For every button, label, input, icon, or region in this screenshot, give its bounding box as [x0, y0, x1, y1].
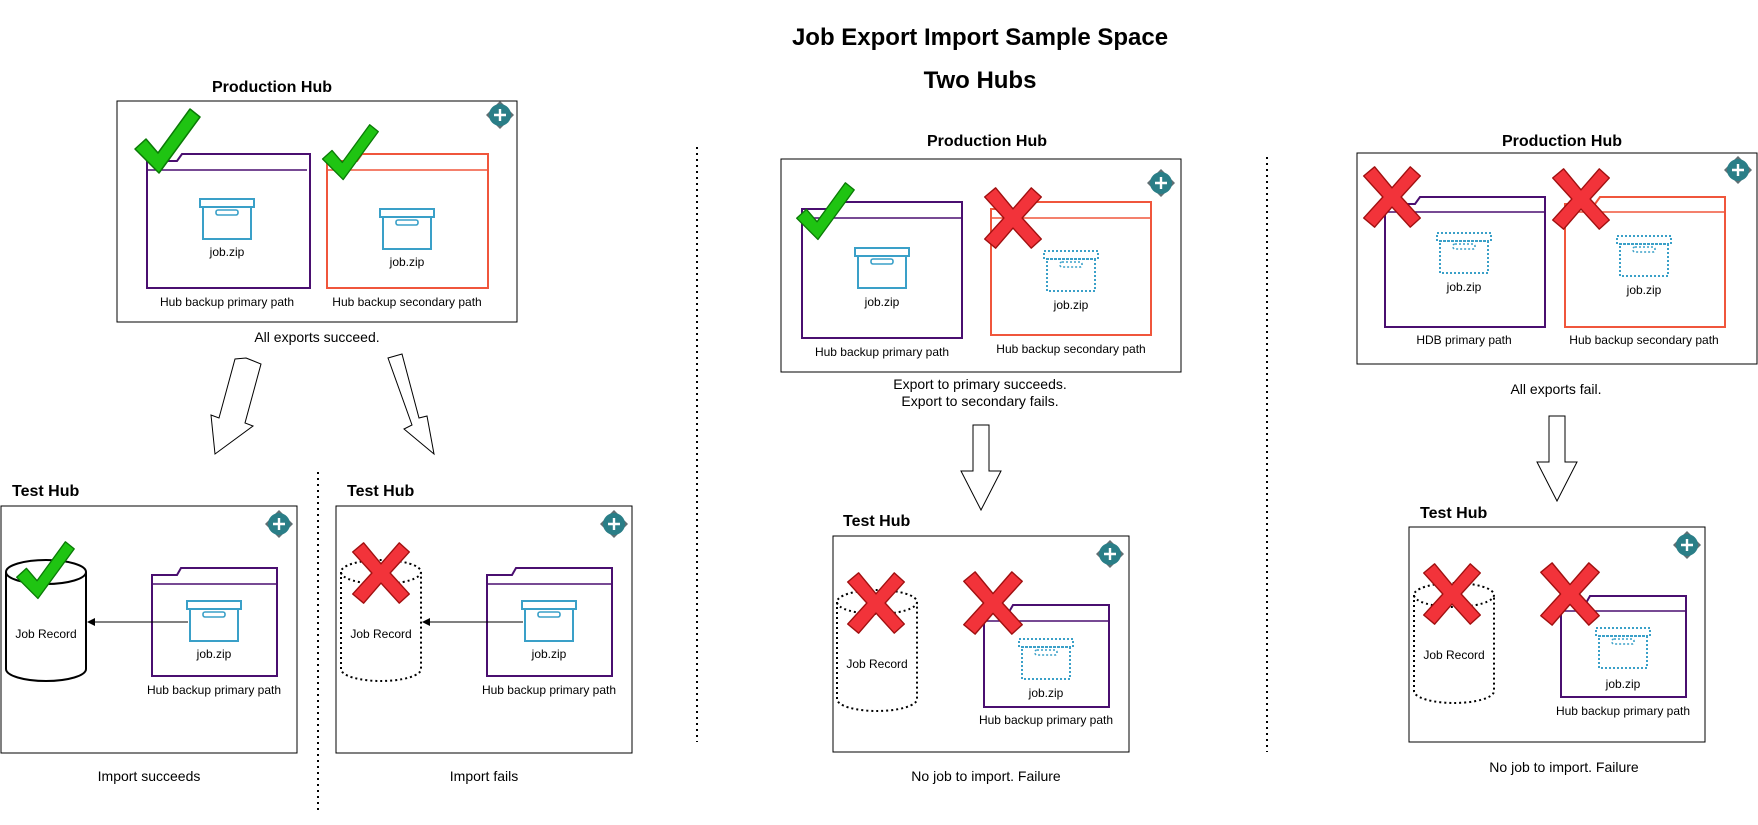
- primary-path-label: HDB primary path: [1416, 333, 1511, 347]
- scenario-all-exports-fail: Production Hub job.zip HDB primary path …: [1356, 133, 1758, 775]
- job-record-label: Job Record: [15, 627, 76, 641]
- export-caption: All exports succeed.: [254, 329, 379, 345]
- test-hub-header: Test Hub: [843, 513, 910, 530]
- file-label: job.zip: [1053, 298, 1089, 312]
- archive-box-icon: [521, 600, 577, 642]
- archive-box-icon: [186, 600, 242, 642]
- folder-icon: [1564, 196, 1726, 328]
- file-label: job.zip: [1446, 280, 1482, 294]
- down-arrow-icon: [210, 357, 262, 455]
- file-label: job.zip: [1028, 686, 1064, 700]
- diagram-subtitle: Two Hubs: [924, 67, 1037, 94]
- import-caption: Import fails: [450, 768, 518, 784]
- file-label: job.zip: [864, 295, 900, 309]
- scenario-primary-succeeds-secondary-fails: Production Hub job.zip Hub backup primar…: [780, 133, 1182, 784]
- export-caption: Export to secondary fails.: [901, 393, 1058, 409]
- file-label: job.zip: [1605, 677, 1641, 691]
- diagram-title: Job Export Import Sample Space: [792, 24, 1168, 51]
- job-record-label: Job Record: [1423, 648, 1484, 662]
- file-label: job.zip: [389, 255, 425, 269]
- database-icon: [836, 589, 918, 712]
- database-icon: [340, 559, 422, 682]
- import-caption: Import succeeds: [98, 768, 201, 784]
- production-hub-header: Production Hub: [212, 79, 332, 96]
- export-caption: All exports fail.: [1510, 381, 1601, 397]
- down-arrow-icon: [960, 424, 1002, 512]
- primary-path-label: Hub backup primary path: [147, 683, 281, 697]
- test-hub-header: Test Hub: [347, 483, 414, 500]
- export-caption: Export to primary succeeds.: [893, 376, 1067, 392]
- scenario-all-exports-succeed: Production Hub job.zip Hub backup primar…: [0, 79, 633, 784]
- file-label: job.zip: [196, 647, 232, 661]
- import-caption: No job to import. Failure: [1489, 759, 1639, 775]
- secondary-path-label: Hub backup secondary path: [332, 295, 481, 309]
- down-arrow-icon: [1536, 415, 1578, 503]
- folder-icon: [1384, 196, 1546, 328]
- file-label: job.zip: [531, 647, 567, 661]
- test-hub-header: Test Hub: [1420, 505, 1487, 522]
- file-label: job.zip: [1626, 283, 1662, 297]
- test-hub-header: Test Hub: [12, 483, 79, 500]
- archive-box-icon: [854, 247, 910, 289]
- primary-path-label: Hub backup primary path: [1556, 704, 1690, 718]
- archive-box-icon: [199, 198, 255, 240]
- job-record-label: Job Record: [846, 657, 907, 671]
- primary-path-label: Hub backup primary path: [482, 683, 616, 697]
- import-caption: No job to import. Failure: [911, 768, 1061, 784]
- secondary-path-label: Hub backup secondary path: [996, 342, 1145, 356]
- file-label: job.zip: [209, 245, 245, 259]
- primary-path-label: Hub backup primary path: [160, 295, 294, 309]
- down-arrow-icon: [387, 353, 435, 456]
- archive-box-icon: [379, 208, 435, 250]
- production-hub-header: Production Hub: [1502, 133, 1622, 150]
- job-record-label: Job Record: [350, 627, 411, 641]
- production-hub-header: Production Hub: [927, 133, 1047, 150]
- primary-path-label: Hub backup primary path: [979, 713, 1113, 727]
- secondary-path-label: Hub backup secondary path: [1569, 333, 1718, 347]
- primary-path-label: Hub backup primary path: [815, 345, 949, 359]
